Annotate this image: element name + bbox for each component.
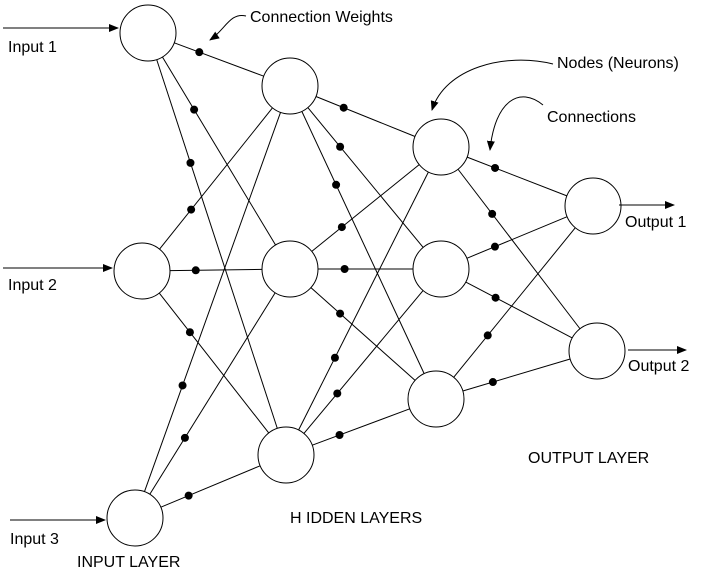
connection-weight-input-1-to-hidden1-1 [195,48,204,57]
connection-weight-hidden1-2-to-hidden2-3 [336,309,345,318]
connection-weight-hidden1-1-to-hidden2-2 [336,142,345,151]
connection-weight-hidden1-1-to-hidden2-1 [339,103,348,112]
connection-hidden1-3-to-hidden2-2 [303,290,424,434]
nodes-group [106,4,626,547]
node-input-1 [119,4,177,62]
connection-input-3-to-hidden1-1 [143,112,282,492]
node-input-2 [113,242,171,300]
connection-weight-input-2-to-hidden1-2 [191,266,200,275]
node-output-2 [568,322,626,380]
node-hidden2-3 [407,370,465,428]
connection-hidden1-1-to-hidden2-3 [301,111,425,374]
node-input-3 [106,489,164,547]
connection-weight-input-1-to-hidden1-2 [190,105,199,114]
connection-weight-input-1-to-hidden1-3 [186,158,195,167]
connection-input-1-to-hidden1-1 [174,42,264,77]
node-hidden1-3 [257,426,315,484]
connection-weight-input-3-to-hidden1-2 [180,433,189,442]
connection-hidden2-1-to-output-2 [457,168,581,330]
connection-hidden2-2-to-output-2 [465,281,573,339]
connection-weight-hidden1-2-to-hidden2-1 [337,223,346,232]
node-hidden1-1 [261,57,319,115]
output-label-2: Output 2 [628,358,689,375]
connection-weight-hidden1-3-to-hidden2-2 [333,389,342,398]
hidden-layers-label: H IDDEN LAYERS [290,510,422,527]
input-label-3: Input 3 [10,531,59,548]
callout-arrow-connections [486,96,544,151]
output-label-1: Output 1 [625,214,686,231]
connection-weight-hidden2-1-to-output-2 [488,209,497,218]
callout-connection-weights: Connection Weights [250,9,393,26]
connection-input-3-to-hidden1-3 [160,465,261,508]
connection-weight-hidden2-2-to-output-1 [490,242,499,251]
connection-input-2-to-hidden1-1 [159,107,273,250]
connection-input-3-to-hidden1-2 [149,292,276,495]
connection-weight-input-2-to-hidden1-1 [187,205,196,214]
callout-nodes: Nodes (Neurons) [557,55,679,72]
node-output-1 [564,177,622,235]
callout-arrow-nodes [430,59,554,111]
output-arrows [619,201,687,354]
connection-input-2-to-hidden1-2 [169,268,263,272]
connection-hidden2-3-to-output-1 [453,227,576,378]
connection-hidden1-3-to-hidden2-3 [312,408,410,446]
node-hidden2-2 [412,240,470,298]
connection-hidden1-3-to-hidden2-1 [298,171,429,431]
connection-input-1-to-hidden1-3 [156,59,278,429]
connection-weight-hidden2-3-to-output-1 [483,331,492,340]
connection-hidden2-3-to-output-2 [462,358,571,392]
input-label-1: Input 1 [8,39,57,56]
connection-input-2-to-hidden1-3 [158,292,270,434]
connection-weight-input-3-to-hidden1-1 [178,381,187,390]
input-arrows [3,24,119,524]
node-hidden2-1 [412,118,470,176]
connection-hidden2-1-to-output-1 [466,156,568,197]
connection-hidden1-2-to-hidden2-3 [310,287,416,381]
connection-weight-hidden1-1-to-hidden2-3 [332,180,341,189]
connection-weight-hidden1-3-to-hidden2-1 [330,353,339,362]
connection-weight-hidden2-2-to-output-2 [491,293,500,302]
connections-group [143,42,581,508]
connection-weight-hidden2-1-to-output-1 [491,163,500,172]
callout-arrows [209,14,554,151]
connection-weight-hidden2-3-to-output-2 [488,378,497,387]
connection-weight-hidden1-2-to-hidden2-2 [340,265,349,273]
output-layer-label: OUTPUT LAYER [528,450,649,467]
callout-connections: Connections [547,109,636,126]
connection-hidden1-1-to-hidden2-1 [315,96,416,137]
connection-hidden2-2-to-output-1 [466,216,568,259]
callout-arrow-weights [209,14,247,41]
node-hidden1-2 [261,240,319,298]
input-label-2: Input 2 [8,277,57,294]
connection-hidden1-2-to-hidden2-1 [311,164,420,252]
connection-weights-group [178,48,500,500]
connection-input-1-to-hidden1-2 [162,56,276,246]
connection-weight-hidden1-3-to-hidden2-3 [335,431,344,440]
connection-hidden1-1-to-hidden2-2 [307,107,424,248]
connection-weight-input-3-to-hidden1-3 [184,491,193,500]
input-layer-label: INPUT LAYER [77,554,180,571]
connection-weight-input-2-to-hidden1-3 [185,328,194,337]
